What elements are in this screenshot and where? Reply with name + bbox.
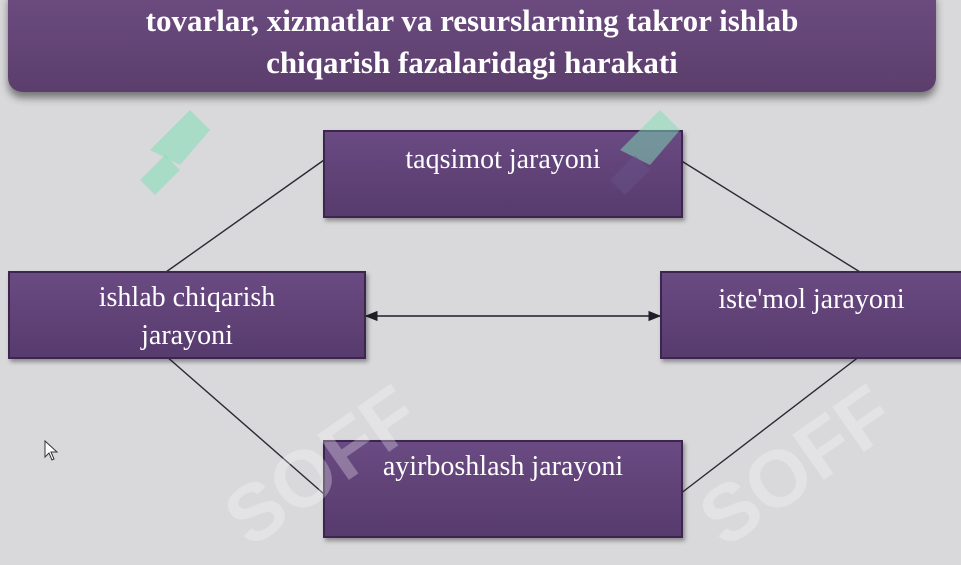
node-ishlab-chiqarish: ishlab chiqarish jarayoni (8, 271, 366, 359)
title-line-1: tovarlar, xizmatlar va resurslarning tak… (145, 3, 799, 38)
connector-top-right (679, 159, 861, 273)
connector-lines (165, 159, 861, 495)
node-ishlab-chiqarish-line-2: jarayoni (141, 320, 233, 351)
title-banner: tovarlar, xizmatlar va resurslarning tak… (8, 0, 936, 92)
connector-left-bottom (165, 355, 325, 495)
node-taqsimot: taqsimot jarayoni (323, 130, 683, 218)
node-taqsimot-label: taqsimot jarayoni (405, 144, 601, 175)
connector-right-bottom (679, 355, 861, 495)
mouse-pointer-icon (44, 440, 59, 461)
node-istemol-label: iste'mol jarayoni (718, 284, 905, 315)
title-line-2: chiqarish fazalaridagi harakati (266, 45, 678, 80)
node-ayirboshlash-label: ayirboshlash jarayoni (382, 451, 624, 482)
node-ayirboshlash: ayirboshlash jarayoni (323, 440, 683, 538)
node-ishlab-chiqarish-line-1: ishlab chiqarish (98, 282, 276, 313)
node-istemol: iste'mol jarayoni (660, 271, 961, 359)
connector-top-left (165, 159, 325, 273)
